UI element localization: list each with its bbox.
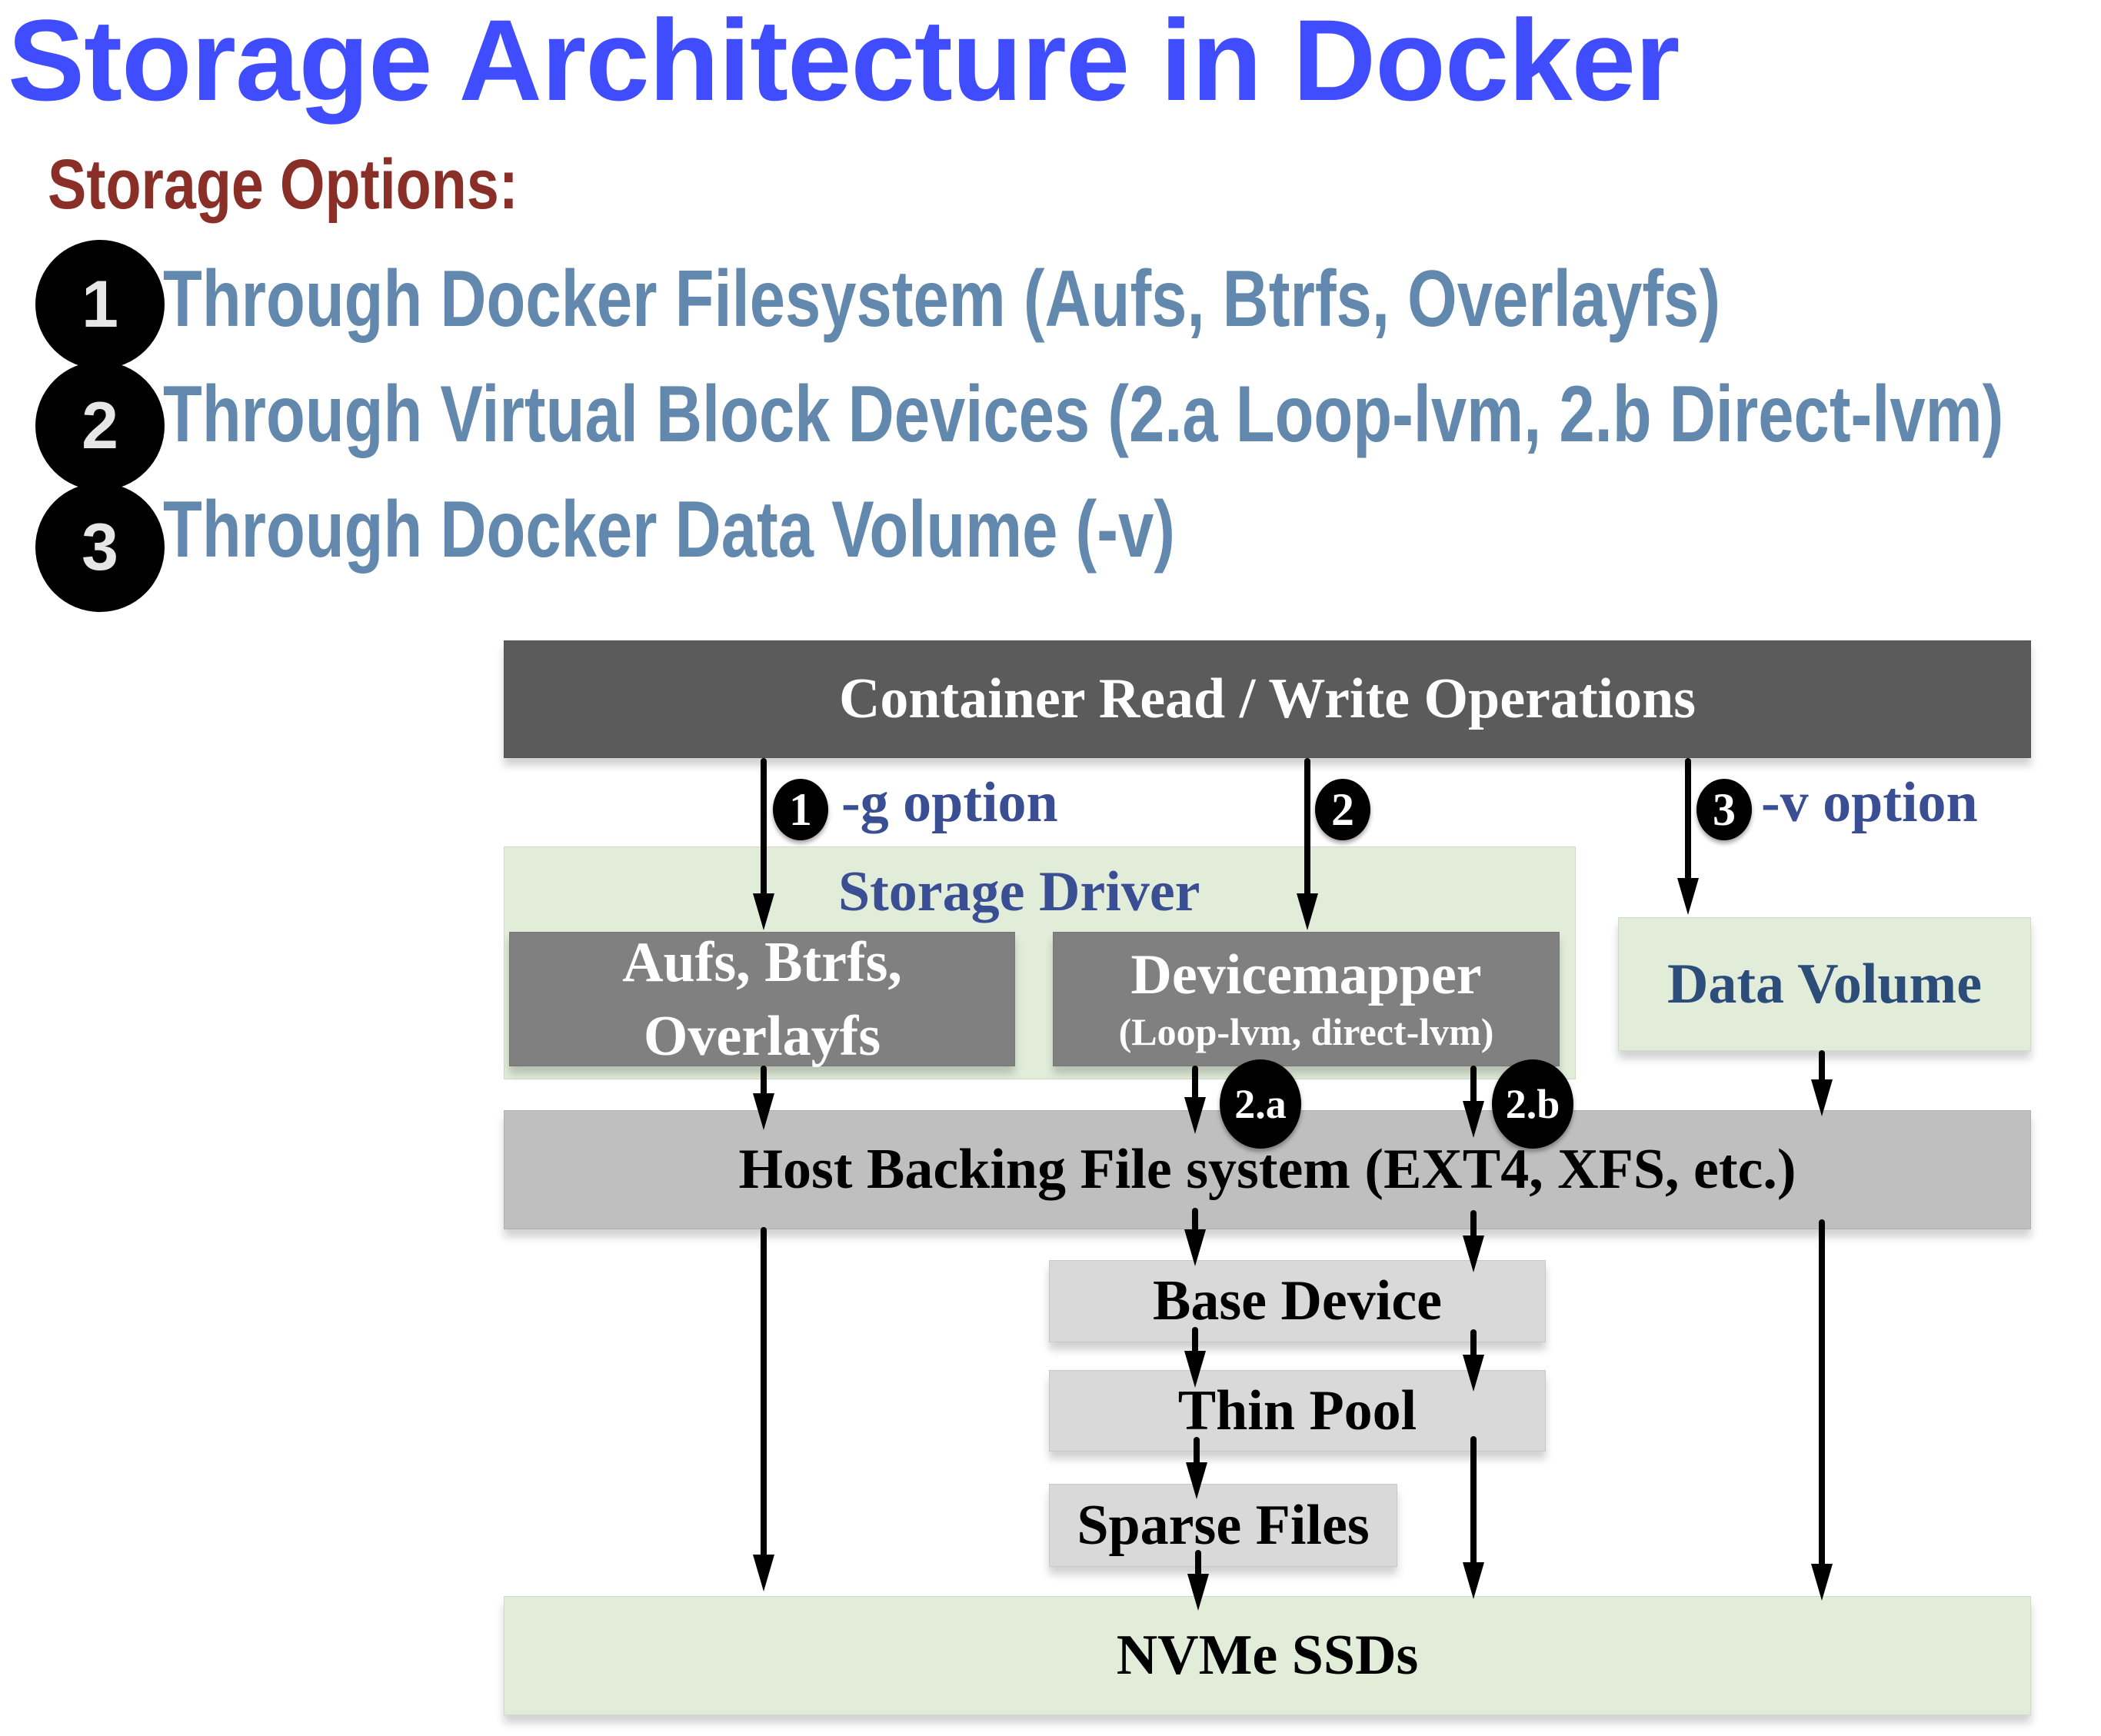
option-2-number-badge: 2 <box>35 361 165 491</box>
path-2a-badge: 2.a <box>1220 1059 1301 1149</box>
devicemapper-sublabel: (Loop-lvm, direct-lvm) <box>1118 1009 1494 1053</box>
container-operations-box: Container Read / Write Operations <box>504 640 2031 758</box>
storage-options-heading: Storage Options: <box>48 145 518 224</box>
path-2b-badge: 2.b <box>1492 1059 1573 1149</box>
aufs-label-line2: Overlayfs <box>643 1004 881 1068</box>
data-volume-box: Data Volume <box>1618 917 2031 1051</box>
arrow-host-fs-to-nvme-1 <box>753 1227 774 1591</box>
sparse-files-box: Sparse Files <box>1049 1484 1397 1567</box>
path-3-badge: 3 <box>1696 779 1752 840</box>
path-3-label: -v option <box>1761 771 1978 834</box>
base-device-label: Base Device <box>1152 1269 1443 1332</box>
devicemapper-box: Devicemapper (Loop-lvm, direct-lvm) <box>1053 932 1560 1066</box>
thin-pool-label: Thin Pool <box>1177 1378 1417 1442</box>
aufs-label-line1: Aufs, Btrfs, <box>622 930 902 994</box>
nvme-ssds-box: NVMe SSDs <box>504 1596 2031 1715</box>
sparse-files-label: Sparse Files <box>1077 1493 1370 1557</box>
path-1-badge: 1 <box>773 779 828 840</box>
page-title: Storage Architecture in Docker <box>8 0 1680 125</box>
host-backing-filesystem-label: Host Backing File system (EXT4, XFS, etc… <box>738 1138 1796 1201</box>
arrow-thin-pool-to-nvme-2b <box>1463 1436 1484 1599</box>
path-1-label: -g option <box>841 771 1058 834</box>
data-volume-label: Data Volume <box>1666 952 1983 1016</box>
option-1-text: Through Docker Filesystem (Aufs, Btrfs, … <box>163 254 1721 344</box>
arrow-container-to-data-volume <box>1677 758 1699 915</box>
container-operations-label: Container Read / Write Operations <box>838 667 1696 730</box>
path-2-badge: 2 <box>1315 779 1370 840</box>
arrow-host-fs-to-nvme-3 <box>1811 1219 1833 1601</box>
nvme-ssds-label: NVMe SSDs <box>1116 1624 1419 1687</box>
storage-driver-label: Storage Driver <box>838 860 1200 923</box>
option-3-text: Through Docker Data Volume (-v) <box>163 485 1175 574</box>
arrow-data-volume-to-host-fs <box>1811 1050 1833 1116</box>
option-3-number-badge: 3 <box>35 483 165 612</box>
aufs-btrfs-overlayfs-box: Aufs, Btrfs, Overlayfs <box>509 931 1015 1068</box>
devicemapper-label: Devicemapper <box>1130 943 1482 1006</box>
thin-pool-box: Thin Pool <box>1049 1370 1546 1452</box>
base-device-box: Base Device <box>1049 1260 1546 1342</box>
option-2-text: Through Virtual Block Devices (2.a Loop-… <box>163 370 2004 459</box>
option-1-number-badge: 1 <box>35 240 165 369</box>
